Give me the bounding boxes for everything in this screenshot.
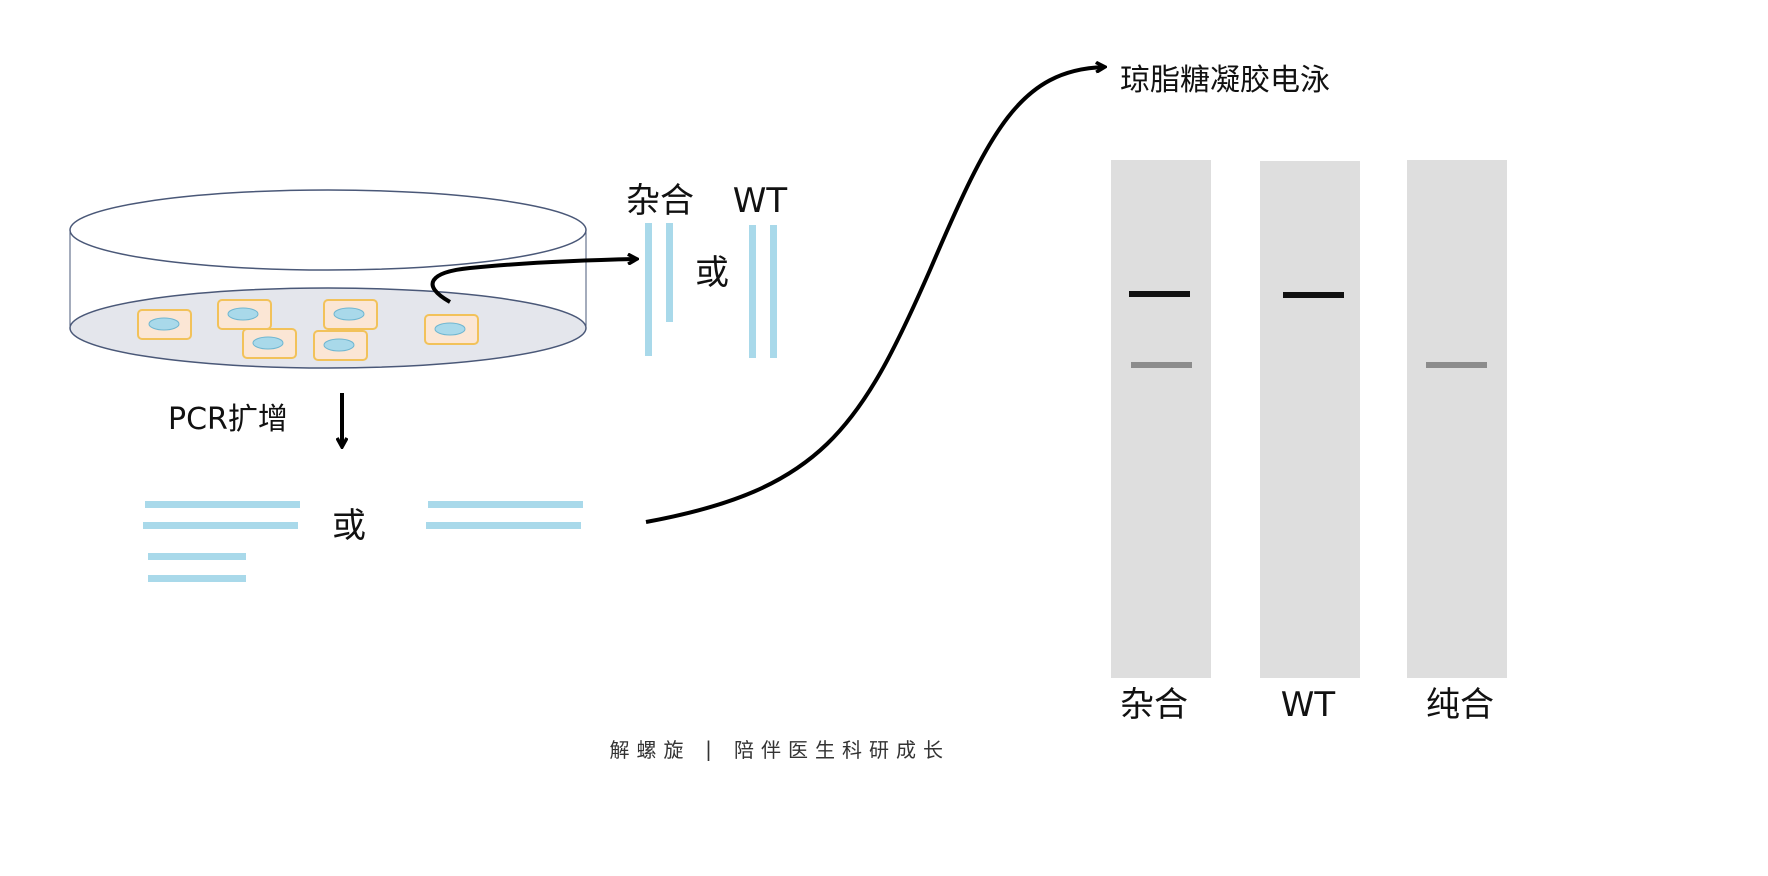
band-dark	[1129, 291, 1190, 297]
footer-separator: |	[705, 737, 719, 761]
pcr-label: PCR扩增	[168, 402, 288, 437]
cell-nucleus	[333, 307, 365, 321]
footer-right: 陪伴医生科研成长	[734, 738, 950, 762]
heterozygous-label-top: 杂合	[626, 181, 694, 221]
lane-label-heterozygous: 杂合	[1120, 685, 1188, 725]
band-dark	[1283, 292, 1344, 298]
or-label-bottom: 或	[332, 506, 366, 546]
petri-dish-lid	[69, 189, 587, 271]
wt-strands	[749, 225, 777, 358]
lane-label-homozygous: 纯合	[1426, 685, 1494, 725]
heterozygous-strands	[645, 223, 673, 356]
gel-lane-heterozygous	[1111, 160, 1211, 678]
heterozygous-pcr-products	[143, 501, 300, 582]
cell	[313, 330, 368, 361]
or-label-top: 或	[695, 253, 729, 293]
cell-nucleus	[323, 338, 355, 352]
band-light	[1131, 362, 1192, 368]
cells	[137, 299, 479, 361]
gel-title: 琼脂糖凝胶电泳	[1120, 63, 1330, 98]
cell-nucleus	[434, 322, 466, 336]
footer-left: 解螺旋	[610, 738, 691, 762]
cell	[217, 299, 272, 330]
cell-nucleus	[252, 336, 284, 350]
gel	[1111, 160, 1507, 678]
lane-label-wt: WT	[1281, 685, 1336, 725]
gel-lane-homozygous	[1407, 160, 1507, 678]
cell	[137, 309, 192, 340]
cell	[323, 299, 378, 330]
gel-lane-wt	[1260, 161, 1360, 678]
cell-nucleus	[227, 307, 259, 321]
cell-nucleus	[148, 317, 180, 331]
cell	[424, 314, 479, 345]
arrow-to-genotypes	[430, 259, 636, 304]
wt-pcr-products	[426, 501, 583, 529]
band-light	[1426, 362, 1487, 368]
wt-label-top: WT	[733, 181, 788, 221]
cell	[242, 328, 297, 359]
footer: 解螺旋 | 陪伴医生科研成长	[610, 737, 950, 762]
arrow-to-gel	[645, 67, 1104, 524]
